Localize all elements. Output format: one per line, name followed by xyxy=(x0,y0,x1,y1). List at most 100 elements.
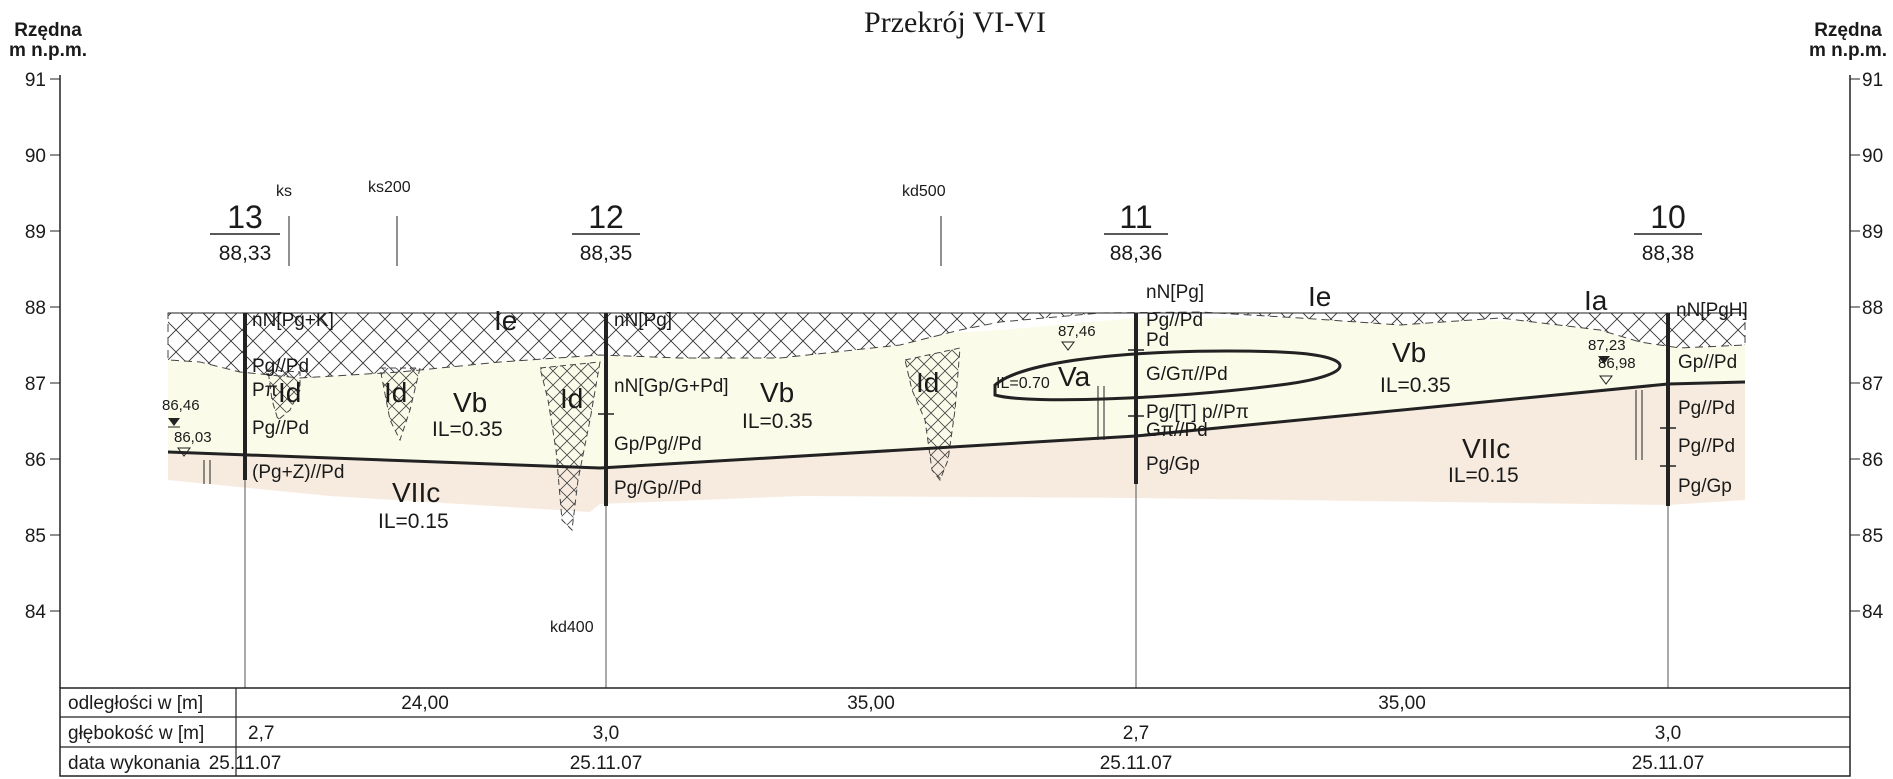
table-row-distance-label: odległości w [m] xyxy=(68,693,203,714)
right-axis-label-unit: m n.p.m. xyxy=(1809,40,1887,61)
unit-id-4: Id xyxy=(916,367,939,398)
unit-viic-1: VIIc xyxy=(392,477,440,508)
borehole-12-elevation: 88,35 xyxy=(580,242,633,265)
left-tick-90: 90 xyxy=(25,146,46,167)
borehole-11-elevation: 88,36 xyxy=(1110,242,1163,265)
distance-11-10: 35,00 xyxy=(1378,693,1426,714)
borehole-10-number: 10 xyxy=(1650,199,1686,235)
borehole-13-number: 13 xyxy=(227,199,263,235)
unit-ie-2: Ie xyxy=(1308,281,1331,312)
left-axis-label-unit: m n.p.m. xyxy=(9,40,87,61)
right-tick-87: 87 xyxy=(1862,374,1883,395)
left-tick-86: 86 xyxy=(25,450,46,471)
bh11-soil-1: nN[Pg] xyxy=(1146,282,1204,303)
borehole-contact-ticks xyxy=(598,349,1676,467)
borehole-11-header: 11 88,36 xyxy=(1104,199,1168,265)
left-tick-88: 88 xyxy=(25,298,46,319)
left-tick-84: 84 xyxy=(25,602,47,623)
unit-labels: Ie Ie Ia Id Id Id Id Vb IL=0.35 Vb IL=0.… xyxy=(278,281,1608,533)
bh10-soil-2: Gp//Pd xyxy=(1678,352,1737,373)
right-tick-84: 84 xyxy=(1862,602,1884,623)
unit-vb-1: Vb xyxy=(453,387,487,418)
right-tick-90: 90 xyxy=(1862,146,1883,167)
unit-viic-2: VIIc xyxy=(1462,433,1510,464)
left-tick-85: 85 xyxy=(25,526,46,547)
water-level-86-03: 86,03 xyxy=(174,429,212,446)
water-level-87-46: 87,46 xyxy=(1058,323,1096,340)
left-axis-label-elevation: Rzędna xyxy=(14,20,82,41)
unit-viic-2-il: IL=0.15 xyxy=(1448,464,1519,487)
water-level-87-23: 87,23 xyxy=(1588,337,1626,354)
right-tick-85: 85 xyxy=(1862,526,1883,547)
depth-bh13: 2,7 xyxy=(248,723,274,744)
bh13-soil-3: Pπ xyxy=(252,380,278,401)
borehole-10-header: 10 88,38 xyxy=(1634,199,1702,265)
right-axis-label-elevation: Rzędna xyxy=(1814,20,1882,41)
water-table-symbol-2 xyxy=(177,447,191,457)
right-tick-86: 86 xyxy=(1862,450,1883,471)
bh10-soil-3: Pg//Pd xyxy=(1678,398,1735,419)
right-tick-89: 89 xyxy=(1862,222,1883,243)
bh12-soil-1: nN[Pg] xyxy=(614,310,672,331)
probe-ks-label: ks xyxy=(276,183,292,200)
unit-vb-3-il: IL=0.35 xyxy=(1380,374,1451,397)
date-bh13: 25.11.07 xyxy=(209,753,282,774)
water-table-symbol-1 xyxy=(168,418,180,426)
unit-vb-2-il: IL=0.35 xyxy=(742,410,813,433)
probe-kd500-label: kd500 xyxy=(902,183,946,200)
unit-vb-1-il: IL=0.35 xyxy=(432,418,503,441)
bh13-soil-1: nN[Pg+K] xyxy=(252,310,334,331)
bh11-soil-6: Gπ//Pd xyxy=(1146,420,1208,441)
borehole-13-elevation: 88,33 xyxy=(219,242,272,265)
right-axis-ticks: 91 90 89 88 87 86 85 84 xyxy=(1850,70,1884,623)
date-bh10: 25.11.07 xyxy=(1632,753,1705,774)
unit-id-2: Id xyxy=(384,377,407,408)
bh10-soil-1: nN[PgH] xyxy=(1676,300,1748,321)
pocket-id-1 xyxy=(267,369,301,421)
unit-va-il: IL=0.70 xyxy=(996,375,1050,392)
bh11-soil-5: Pg/[T] p//Pπ xyxy=(1146,402,1249,423)
water-level-86-98: 86,98 xyxy=(1598,355,1636,372)
table-row-date-label: data wykonania xyxy=(68,753,200,774)
date-bh12: 25.11.07 xyxy=(570,753,643,774)
bh13-soil-5: (Pg+Z)//Pd xyxy=(252,462,344,483)
bh12-soil-2: nN[Gp/G+Pd] xyxy=(614,376,729,397)
probe-kd400-label: kd400 xyxy=(550,619,594,636)
borehole-10-elevation: 88,38 xyxy=(1642,242,1695,265)
probe-markers: ks ks200 kd500 kd400 xyxy=(276,179,946,636)
water-table-symbol-3 xyxy=(1061,341,1075,351)
pocket-id-3 xyxy=(539,361,601,532)
borehole-12-header: 12 88,35 xyxy=(572,199,640,265)
bh12-soil-4: Pg/Gp//Pd xyxy=(614,478,702,499)
bh11-soil-2: Pg//Pd xyxy=(1146,310,1203,331)
borehole-12-number: 12 xyxy=(588,199,624,235)
bh11-soil-3: Pd xyxy=(1146,330,1169,351)
bh13-soil-4: Pg//Pd xyxy=(252,418,309,439)
distance-12-11: 35,00 xyxy=(847,693,895,714)
water-table-symbol-4 xyxy=(1598,356,1610,364)
groundwater-markers: 86,46 86,03 87,46 87,23 86,98 xyxy=(162,323,1643,484)
bh11-soil-7: Pg/Gp xyxy=(1146,454,1200,475)
pocket-id-2 xyxy=(379,367,421,442)
borehole-guide-lines xyxy=(244,480,1669,688)
right-tick-91: 91 xyxy=(1862,70,1883,91)
borehole-10-soils: nN[PgH] Gp//Pd Pg//Pd Pg//Pd Pg/Gp xyxy=(1676,300,1748,497)
borehole-13-soils: nN[Pg+K] Pg//Pd Pπ Pg//Pd (Pg+Z)//Pd xyxy=(252,310,344,483)
left-tick-89: 89 xyxy=(25,222,46,243)
water-level-86-46: 86,46 xyxy=(162,397,200,414)
unit-viic-1-il: IL=0.15 xyxy=(378,510,449,533)
unit-vb-2: Vb xyxy=(760,377,794,408)
bh11-soil-4: G/Gπ//Pd xyxy=(1146,364,1228,385)
borehole-11-number: 11 xyxy=(1119,199,1152,235)
bh13-soil-2: Pg//Pd xyxy=(252,356,309,377)
unit-id-3: Id xyxy=(560,383,583,414)
date-bh11: 25.11.07 xyxy=(1100,753,1173,774)
borehole-13-header: 13 88,33 xyxy=(210,199,280,265)
bh12-soil-3: Gp/Pg//Pd xyxy=(614,434,702,455)
borehole-12-soils: nN[Pg] nN[Gp/G+Pd] Gp/Pg//Pd Pg/Gp//Pd xyxy=(614,310,729,499)
table-row-depth-label: głębokość w [m] xyxy=(68,723,204,744)
left-tick-87: 87 xyxy=(25,374,46,395)
probe-ks200-label: ks200 xyxy=(368,179,411,196)
bh10-soil-5: Pg/Gp xyxy=(1678,476,1732,497)
